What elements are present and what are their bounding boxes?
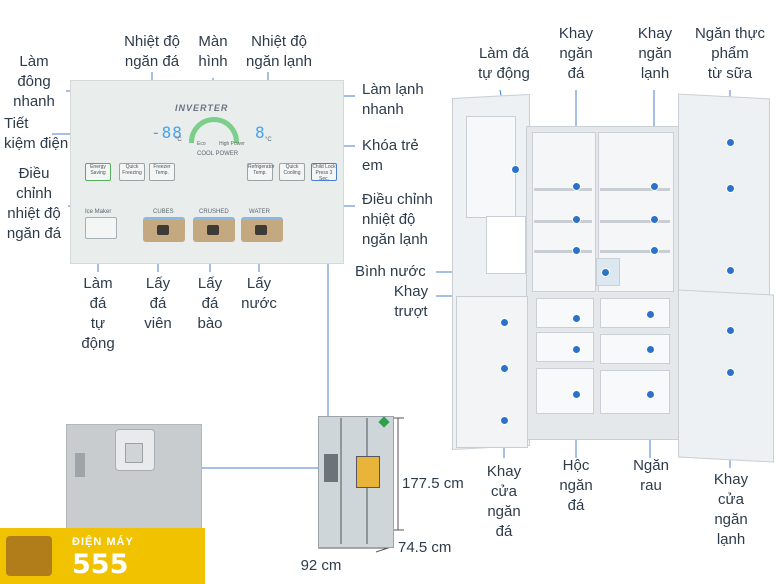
fridge-dispenser	[324, 454, 338, 482]
label-khay-cua-ngan-da: Khay cửa ngăn đá	[486, 463, 522, 540]
crushed-button[interactable]	[193, 217, 235, 242]
dimension-height: 177.5 cm	[402, 475, 464, 492]
freezer-door-lower	[456, 296, 528, 448]
label-lam-lanh-nhanh: Làm lạnh nhanh	[362, 81, 424, 118]
label-lam-da-tu-dong: Làm đá tự động	[478, 45, 530, 82]
power-gauge-icon	[189, 117, 239, 143]
cubes-label: CUBES	[153, 209, 174, 215]
label-lay-da-vien: Lấy đá viên	[144, 275, 172, 332]
ice-maker-label: Ice Maker	[85, 209, 112, 215]
control-panel: INVERTER -88 °C Eco High Power COOL POWE…	[70, 80, 344, 264]
freezer-compartment	[532, 132, 596, 292]
quick-freezing-button[interactable]: Quick Freezing	[119, 163, 145, 181]
cool-power-label: COOL POWER	[197, 151, 239, 157]
ice-maker-box	[466, 116, 516, 218]
label-nhiet-do-ngan-lanh: Nhiệt độ ngăn lạnh	[246, 33, 312, 70]
label-ngan-rau: Ngăn rau	[633, 457, 669, 494]
fridge-compartment	[598, 132, 674, 292]
fridge-window	[356, 456, 380, 488]
vegetable-drawer-2	[600, 370, 670, 414]
child-lock-button[interactable]: Child Lock Press 3 Sec.	[311, 163, 337, 182]
label-hoc-ngan-da: Hộc ngăn đá	[559, 457, 593, 514]
energy-saving-button[interactable]: Energy Saving	[85, 163, 111, 181]
panel-brand: INVERTER	[175, 103, 229, 113]
label-nhiet-do-ngan-da: Nhiệt độ ngăn đá	[124, 33, 180, 70]
dienmay555-logo: ĐIỆN MÁY 555	[0, 528, 205, 584]
freezer-unit: °C	[175, 137, 182, 143]
label-khay-ngan-da: Khay ngăn đá	[558, 25, 594, 82]
quick-cooling-button[interactable]: Quick Cooling	[279, 163, 305, 181]
fridge-lower-door	[678, 289, 774, 463]
label-binh-nuoc: Bình nước	[355, 263, 426, 280]
label-lam-da-tu-dong-panel: Làm đá tự động	[81, 275, 115, 352]
label-dieu-chinh-ngan-da: Điều chỉnh nhiệt độ ngăn đá	[6, 165, 62, 242]
crushed-label: CRUSHED	[199, 209, 229, 215]
freezer-temp-button[interactable]: Freezer Temp.	[149, 163, 175, 181]
ice-maker-button[interactable]	[85, 217, 117, 239]
door-label-sticker	[486, 216, 526, 274]
label-lay-da-bao: Lấy đá bào	[197, 275, 223, 332]
label-khoa-tre-em: Khóa trẻ em	[362, 137, 419, 174]
refrigerator-temp-button[interactable]: Refrigerator Temp.	[247, 163, 274, 181]
logo-crown-icon	[6, 536, 52, 576]
label-khay-truot: Khay trượt	[393, 283, 429, 320]
vegetable-drawer-1	[600, 334, 670, 364]
freezer-temp-display: -88	[151, 123, 183, 142]
label-dieu-chinh-ngan-lanh: Điều chỉnh nhiệt độ ngăn lạnh	[362, 191, 433, 248]
water-label: WATER	[249, 209, 270, 215]
label-lay-nuoc: Lấy nước	[241, 275, 277, 312]
freezer-drawer-2	[536, 332, 594, 362]
freezer-drawer-3	[536, 368, 594, 414]
cubes-button[interactable]	[143, 217, 185, 242]
label-man-hinh: Màn hình	[198, 33, 228, 70]
freezer-drawer-1	[536, 298, 594, 328]
fridge-upper-door	[678, 93, 770, 297]
dimension-depth: 74.5 cm	[398, 539, 452, 556]
dispenser-keypad-icon	[125, 443, 143, 463]
label-ngan-thuc-pham: Ngăn thực phẩm từ sữa	[694, 25, 766, 82]
fridge-unit: °C	[265, 137, 272, 143]
label-khay-cua-ngan-lanh: Khay cửa ngăn lạnh	[713, 471, 749, 548]
label-tiet-kiem-dien: Tiết kiệm điện	[4, 115, 69, 152]
water-button[interactable]	[241, 217, 283, 242]
logo-line2: 555	[72, 549, 129, 580]
dimension-width: 92 cm	[300, 557, 342, 574]
dispenser-closeup	[66, 424, 202, 530]
dispenser-sticker	[75, 453, 85, 477]
label-khay-ngan-lanh: Khay ngăn lạnh	[637, 25, 673, 82]
fridge-temp-display: 8	[255, 123, 266, 142]
high-power-label: High Power	[219, 141, 245, 147]
label-lam-dong-nhanh: Làm đông nhanh	[13, 53, 55, 110]
logo-line1: ĐIỆN MÁY	[72, 536, 134, 548]
sliding-tray	[600, 298, 670, 328]
eco-label: Eco	[197, 141, 206, 147]
